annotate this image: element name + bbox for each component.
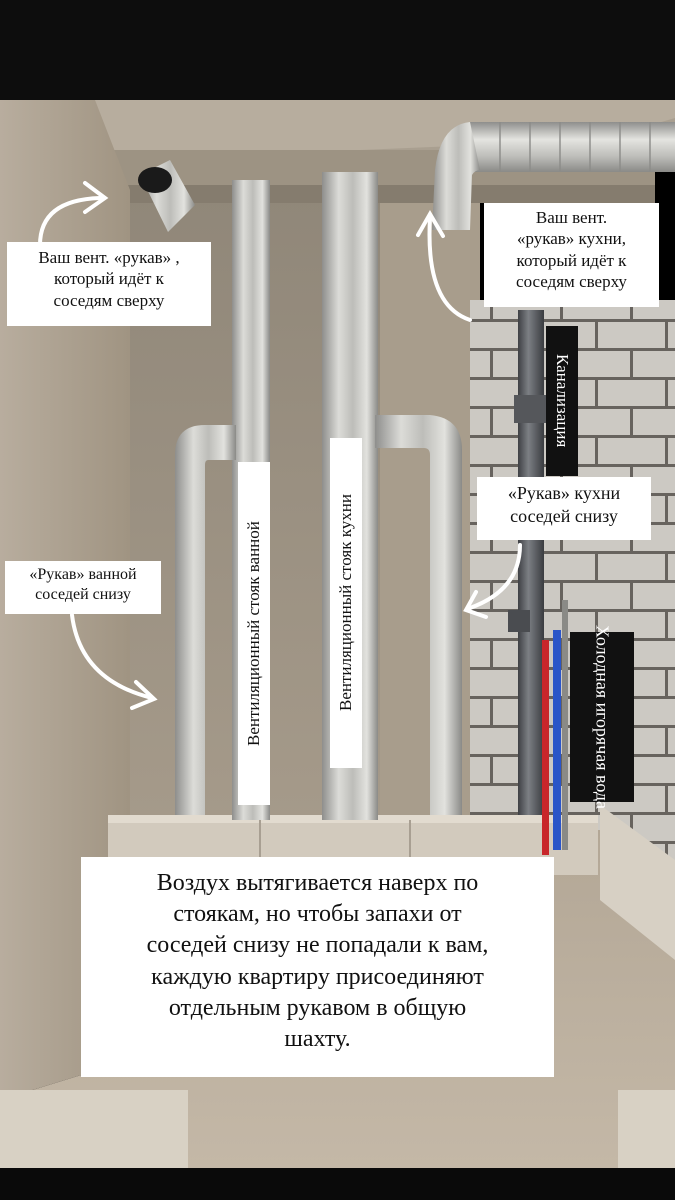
label-bath-sleeve-up: Ваш вент. «рукав» , который идёт к сосед… [7,242,211,326]
caption-line: отдельным рукавом в общую [168,994,467,1021]
label-kitchen-riser: Вентиляционный стояк кухни [330,438,362,768]
label-sewer: Канализация [546,326,578,476]
kitchen-sleeve-up-duct [432,122,675,230]
arrow-kitchen-up [427,216,472,322]
label-line: «Рукав» ванной [29,566,137,583]
cold-water-pipe [553,630,561,850]
label-line: соседям сверху [516,271,627,291]
label-line: Ваш вент. «рукав» , [38,248,180,267]
label-line: который идёт к [516,250,627,270]
label-kitchen-sleeve-down: «Рукав» кухни соседей снизу [477,477,651,540]
caption-line: соседей снизу не попадали к вам, [146,932,489,959]
label-kitchen-sleeve-up: Ваш вент. «рукав» кухни, который идёт к … [484,203,659,307]
label-line: Ваш вент. [535,208,608,227]
hot-water-pipe [542,640,549,855]
label-water: Холодная и горячая вода [570,625,634,809]
label-line: соседей снизу [35,586,131,603]
label-line: соседям сверху [53,290,165,310]
sewer-pipe [518,310,544,815]
bath-sleeve-up-duct [138,160,195,232]
caption-line: шахту. [284,1025,351,1052]
kitchen-sleeve-down-duct [375,415,462,815]
arrow-kitchen-down [468,543,522,610]
label-bath-sleeve-down: «Рукав» ванной соседей снизу [5,561,161,614]
label-bath-riser: Вентиляционный стояк ванной [238,462,270,805]
label-line: соседей снизу [510,505,618,526]
label-line: Вентиляционный стояк кухни [336,494,355,712]
caption-box: Воздух вытягивается наверх по стоякам, н… [81,857,554,1077]
caption-line: каждую квартиру присоединяют [151,963,484,990]
label-line: «Рукав» кухни [507,483,621,503]
label-line: который идёт к [54,269,164,289]
bath-sleeve-down-duct [175,425,236,815]
label-line: «рукав» кухни, [516,229,627,249]
caption-line: Воздух вытягивается наверх по [156,870,479,896]
arrow-bath-down [70,613,154,700]
arrow-bath-up [38,196,102,247]
label-line: Холодная и [592,624,613,713]
label-line: Вентиляционный стояк ванной [244,521,263,746]
caption-line: стоякам, но чтобы запахи от [173,901,462,928]
top-bar [0,0,675,100]
label-line: горячая вода [592,712,613,810]
label-line: Канализация [553,354,572,448]
